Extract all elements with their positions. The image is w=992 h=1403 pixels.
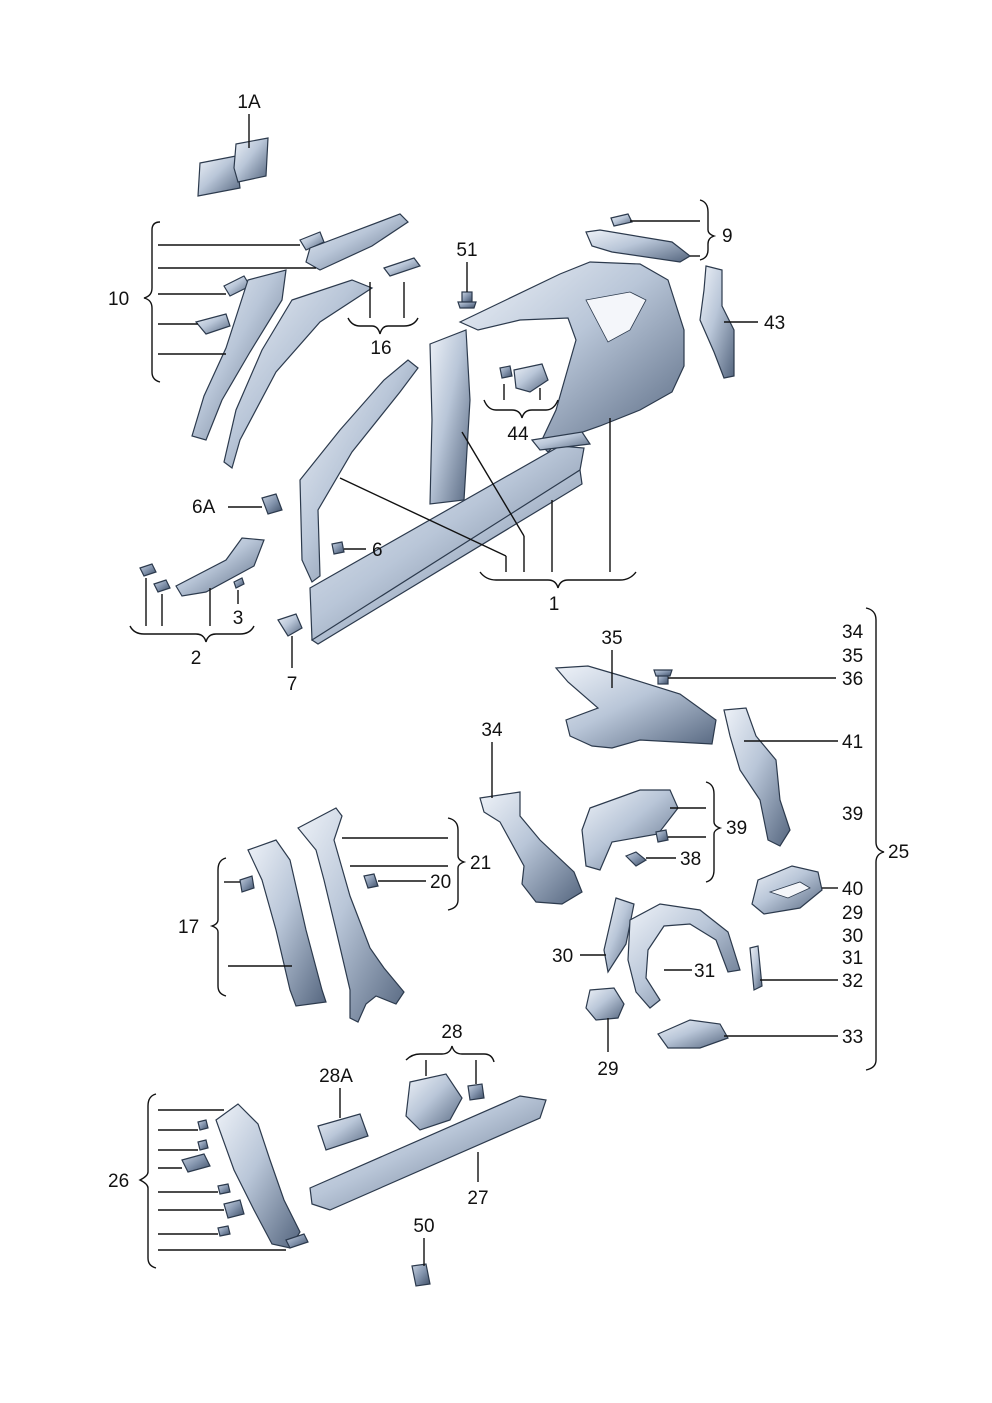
label-39: 39 bbox=[726, 818, 747, 839]
label-r32: 32 bbox=[842, 971, 863, 992]
label-34: 34 bbox=[481, 720, 503, 741]
part-41-rear-panel-inner bbox=[723, 707, 838, 847]
label-29: 29 bbox=[597, 1059, 618, 1080]
pillar-assembly bbox=[224, 807, 448, 1023]
callout-labels: 1A 9 10 51 43 16 44 6A 6 3 2 1 7 35 34 3… bbox=[108, 92, 909, 1237]
part-17-b-pillar-inner bbox=[224, 839, 327, 1007]
part-2-front-bracket bbox=[139, 537, 265, 626]
label-r30: 30 bbox=[842, 926, 863, 947]
label-r35: 35 bbox=[842, 646, 863, 667]
label-26: 26 bbox=[108, 1171, 129, 1192]
part-35-rear-floor-side bbox=[554, 650, 717, 749]
part-51-bolt bbox=[457, 262, 477, 309]
bracket-9 bbox=[699, 199, 717, 261]
label-50: 50 bbox=[413, 1216, 434, 1237]
label-16: 16 bbox=[370, 338, 391, 359]
label-r40: 40 bbox=[842, 879, 863, 900]
part-43-rear-panel bbox=[699, 265, 758, 379]
label-43: 43 bbox=[764, 313, 785, 334]
label-r34: 34 bbox=[842, 622, 864, 643]
label-r41: 41 bbox=[842, 732, 863, 753]
part-20-nut bbox=[363, 873, 426, 889]
label-51: 51 bbox=[456, 240, 477, 261]
label-r31: 31 bbox=[842, 948, 863, 969]
label-10: 10 bbox=[108, 289, 129, 310]
label-3: 3 bbox=[233, 608, 244, 629]
label-7: 7 bbox=[287, 674, 298, 695]
part-29-bracket bbox=[585, 987, 625, 1052]
label-17: 17 bbox=[178, 917, 199, 938]
bracket-25 bbox=[865, 607, 885, 1071]
part-31-wheelhouse-outer bbox=[627, 903, 741, 1009]
leader-1a bbox=[339, 477, 507, 557]
part-6a-clip bbox=[228, 493, 283, 515]
sill-assembly bbox=[158, 1060, 547, 1287]
label-r39: 39 bbox=[842, 804, 863, 825]
part-28-brackets bbox=[405, 1060, 485, 1131]
part-7-bracket bbox=[277, 613, 303, 668]
part-28a-insert bbox=[317, 1088, 369, 1151]
rear-inner-assembly bbox=[479, 650, 838, 1052]
bracket-10 bbox=[143, 221, 161, 383]
bracket-2 bbox=[129, 625, 255, 643]
part-38-bolt bbox=[624, 851, 676, 867]
label-25: 25 bbox=[888, 842, 909, 863]
label-20: 20 bbox=[430, 872, 451, 893]
part-26-a-pillar-lower bbox=[158, 1103, 309, 1251]
part-50-plug bbox=[411, 1238, 431, 1287]
label-2: 2 bbox=[191, 648, 202, 669]
part-6-clip bbox=[331, 541, 366, 555]
bracket-21 bbox=[447, 817, 467, 911]
bracket-26 bbox=[138, 1093, 157, 1269]
label-38: 38 bbox=[680, 849, 701, 870]
label-r29: 29 bbox=[842, 903, 863, 924]
part-1a-repair-patch bbox=[197, 114, 269, 197]
bracket-28 bbox=[405, 1045, 495, 1063]
bracket-39 bbox=[705, 781, 723, 883]
label-27: 27 bbox=[467, 1188, 488, 1209]
part-21-b-pillar-outer bbox=[297, 807, 448, 1023]
label-31: 31 bbox=[694, 961, 715, 982]
label-30: 30 bbox=[552, 946, 573, 967]
part-40-cover bbox=[751, 865, 838, 915]
label-35: 35 bbox=[601, 628, 622, 649]
bracket-44 bbox=[483, 399, 559, 419]
label-1a: 1A bbox=[237, 92, 261, 113]
part-33-floor-piece bbox=[657, 1019, 838, 1049]
label-44: 44 bbox=[507, 424, 529, 445]
part-44-bracket bbox=[499, 363, 549, 400]
label-28a: 28A bbox=[319, 1066, 353, 1087]
label-r36: 36 bbox=[842, 669, 863, 690]
label-28: 28 bbox=[441, 1022, 462, 1043]
label-21: 21 bbox=[470, 853, 491, 874]
part-9-roof-strips bbox=[585, 213, 700, 263]
label-1: 1 bbox=[549, 594, 560, 615]
label-6: 6 bbox=[372, 540, 383, 561]
part-36-bolt bbox=[653, 669, 836, 685]
label-9: 9 bbox=[722, 226, 733, 247]
bracket-17 bbox=[209, 857, 227, 997]
part-34-wheelhouse-inner bbox=[479, 742, 583, 905]
leader-1c bbox=[461, 431, 525, 537]
bracket-16 bbox=[347, 317, 419, 335]
label-r33: 33 bbox=[842, 1027, 863, 1048]
part-10-a-pillar-inner bbox=[158, 213, 421, 470]
label-6a: 6A bbox=[192, 497, 216, 518]
top-assembly bbox=[139, 114, 758, 668]
part-32-bracket bbox=[749, 945, 838, 991]
part-30-strip bbox=[580, 897, 635, 974]
part-39-bracket bbox=[581, 789, 706, 871]
part-1-side-panel bbox=[299, 261, 685, 645]
bracket-1 bbox=[479, 571, 637, 589]
part-27-sill bbox=[309, 1095, 547, 1211]
